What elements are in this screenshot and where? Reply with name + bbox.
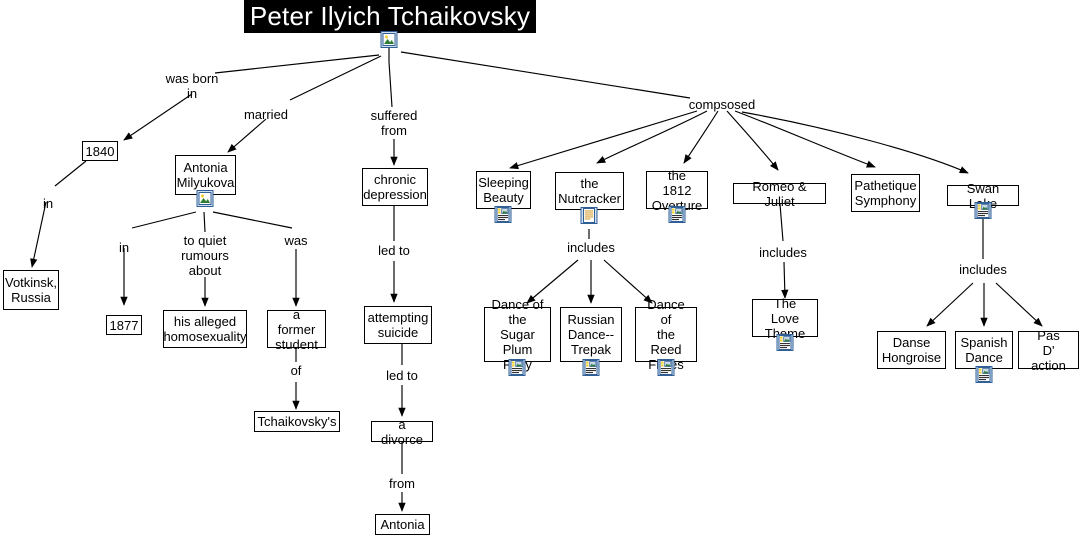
node-label: Tchaikovsky's xyxy=(257,414,337,429)
node-antonia-milyukova[interactable]: Antonia Milyukova xyxy=(175,155,236,195)
document-picture-icon[interactable] xyxy=(975,366,993,383)
node-1877[interactable]: 1877 xyxy=(106,315,142,335)
document-picture-icon[interactable] xyxy=(657,359,675,376)
node-1840[interactable]: 1840 xyxy=(82,141,118,161)
link-label-composed: compsosed xyxy=(688,97,756,112)
link-label-from: from xyxy=(389,476,415,491)
document-picture-icon[interactable] xyxy=(582,359,600,376)
node-label: Dance of the Reed Flutes xyxy=(647,297,685,372)
link-label-led-to-divorce: led to xyxy=(386,368,418,383)
page-title: Peter Ilyich Tchaikovsky xyxy=(244,0,536,33)
node-his-alleged-homosexuality[interactable]: his alleged homosexuality xyxy=(163,310,247,348)
node-label: Antonia Milyukova xyxy=(176,160,235,190)
node-danse-hongroise[interactable]: Danse Hongroise xyxy=(877,331,946,369)
link-label-to-quiet-rumours-about: to quiet rumours about xyxy=(181,233,229,278)
node-chronic-depression[interactable]: chronic depression xyxy=(362,168,428,206)
node-the-nutcracker[interactable]: the Nutcracker xyxy=(555,172,624,210)
link-label-includes-swanlake: includes xyxy=(959,262,1007,277)
link-label-in-1877: in xyxy=(118,240,130,255)
node-tchaikovskys[interactable]: Tchaikovsky's xyxy=(254,411,340,432)
node-a-former-student[interactable]: a former student xyxy=(267,307,326,352)
link-label-suffered-from: suffered from xyxy=(370,108,418,138)
document-picture-icon[interactable] xyxy=(508,359,526,376)
node-label: The Love Theme xyxy=(764,295,806,341)
node-pas-d-action[interactable]: Pas D' action xyxy=(1018,328,1079,373)
node-label: Spanish Dance xyxy=(960,335,1008,365)
node-label: Romeo & Juliet xyxy=(752,178,807,209)
link-label-led-to-suicide: led to xyxy=(378,243,410,258)
node-label: Pas D' action xyxy=(1031,327,1066,373)
link-label-includes-romeo: includes xyxy=(759,245,807,260)
node-label: 1840 xyxy=(85,143,115,159)
node-label: Pathetique Symphony xyxy=(854,178,917,208)
link-label-married: married xyxy=(243,107,289,122)
node-sleeping-beauty[interactable]: Sleeping Beauty xyxy=(476,171,531,209)
photo-icon[interactable] xyxy=(196,190,214,207)
node-dance-of-the-reed-flutes[interactable]: Dance of the Reed Flutes xyxy=(635,297,697,372)
node-label: Sleeping Beauty xyxy=(478,175,529,205)
node-label: a divorce xyxy=(381,416,423,447)
node-label: Votkinsk, Russia xyxy=(4,275,58,305)
link-label-of: of xyxy=(290,363,302,378)
node-label: Russian Dance-- Trepak xyxy=(567,312,615,357)
node-antonia[interactable]: Antonia xyxy=(375,514,430,535)
node-dance-of-the-sugar-plum-fairy[interactable]: Dance of the Sugar Plum Fairy xyxy=(484,297,551,372)
node-label: a former student xyxy=(275,306,318,352)
link-label-includes-nutcracker: includes xyxy=(567,240,615,255)
node-pathetique-symphony[interactable]: Pathetique Symphony xyxy=(851,174,920,212)
node-spanish-dance[interactable]: Spanish Dance xyxy=(955,331,1013,369)
node-votkinsk-russia[interactable]: Votkinsk, Russia xyxy=(3,270,59,310)
node-romeo-and-juliet[interactable]: Romeo & Juliet xyxy=(733,179,826,209)
node-label: his alleged homosexuality xyxy=(163,314,247,344)
document-picture-icon[interactable] xyxy=(494,206,512,223)
photo-icon[interactable] xyxy=(380,31,398,48)
link-label-was: was xyxy=(284,233,308,248)
link-label-in-votkinsk: in xyxy=(42,196,54,211)
node-a-divorce[interactable]: a divorce xyxy=(371,417,433,447)
node-label: chronic depression xyxy=(363,172,427,202)
node-label: Antonia xyxy=(380,517,425,532)
node-swan-lake[interactable]: Swan Lake xyxy=(947,181,1019,211)
node-the-1812-overture[interactable]: the 1812 Overture xyxy=(646,168,708,213)
document-picture-icon[interactable] xyxy=(668,206,686,223)
document-picture-icon[interactable] xyxy=(776,334,794,351)
node-the-love-theme[interactable]: The Love Theme xyxy=(752,296,818,341)
node-label: 1877 xyxy=(109,317,139,333)
node-attempting-suicide[interactable]: attempting suicide xyxy=(364,306,432,344)
document-picture-icon[interactable] xyxy=(974,202,992,219)
node-label: the Nutcracker xyxy=(558,176,621,206)
node-label: the 1812 Overture xyxy=(651,167,703,213)
node-label: attempting suicide xyxy=(367,310,429,340)
node-russian-dance-trepak[interactable]: Russian Dance-- Trepak xyxy=(560,307,622,362)
node-label: Danse Hongroise xyxy=(881,335,942,365)
document-icon[interactable] xyxy=(580,207,598,224)
link-label-was-born-in: was born in xyxy=(165,71,219,101)
